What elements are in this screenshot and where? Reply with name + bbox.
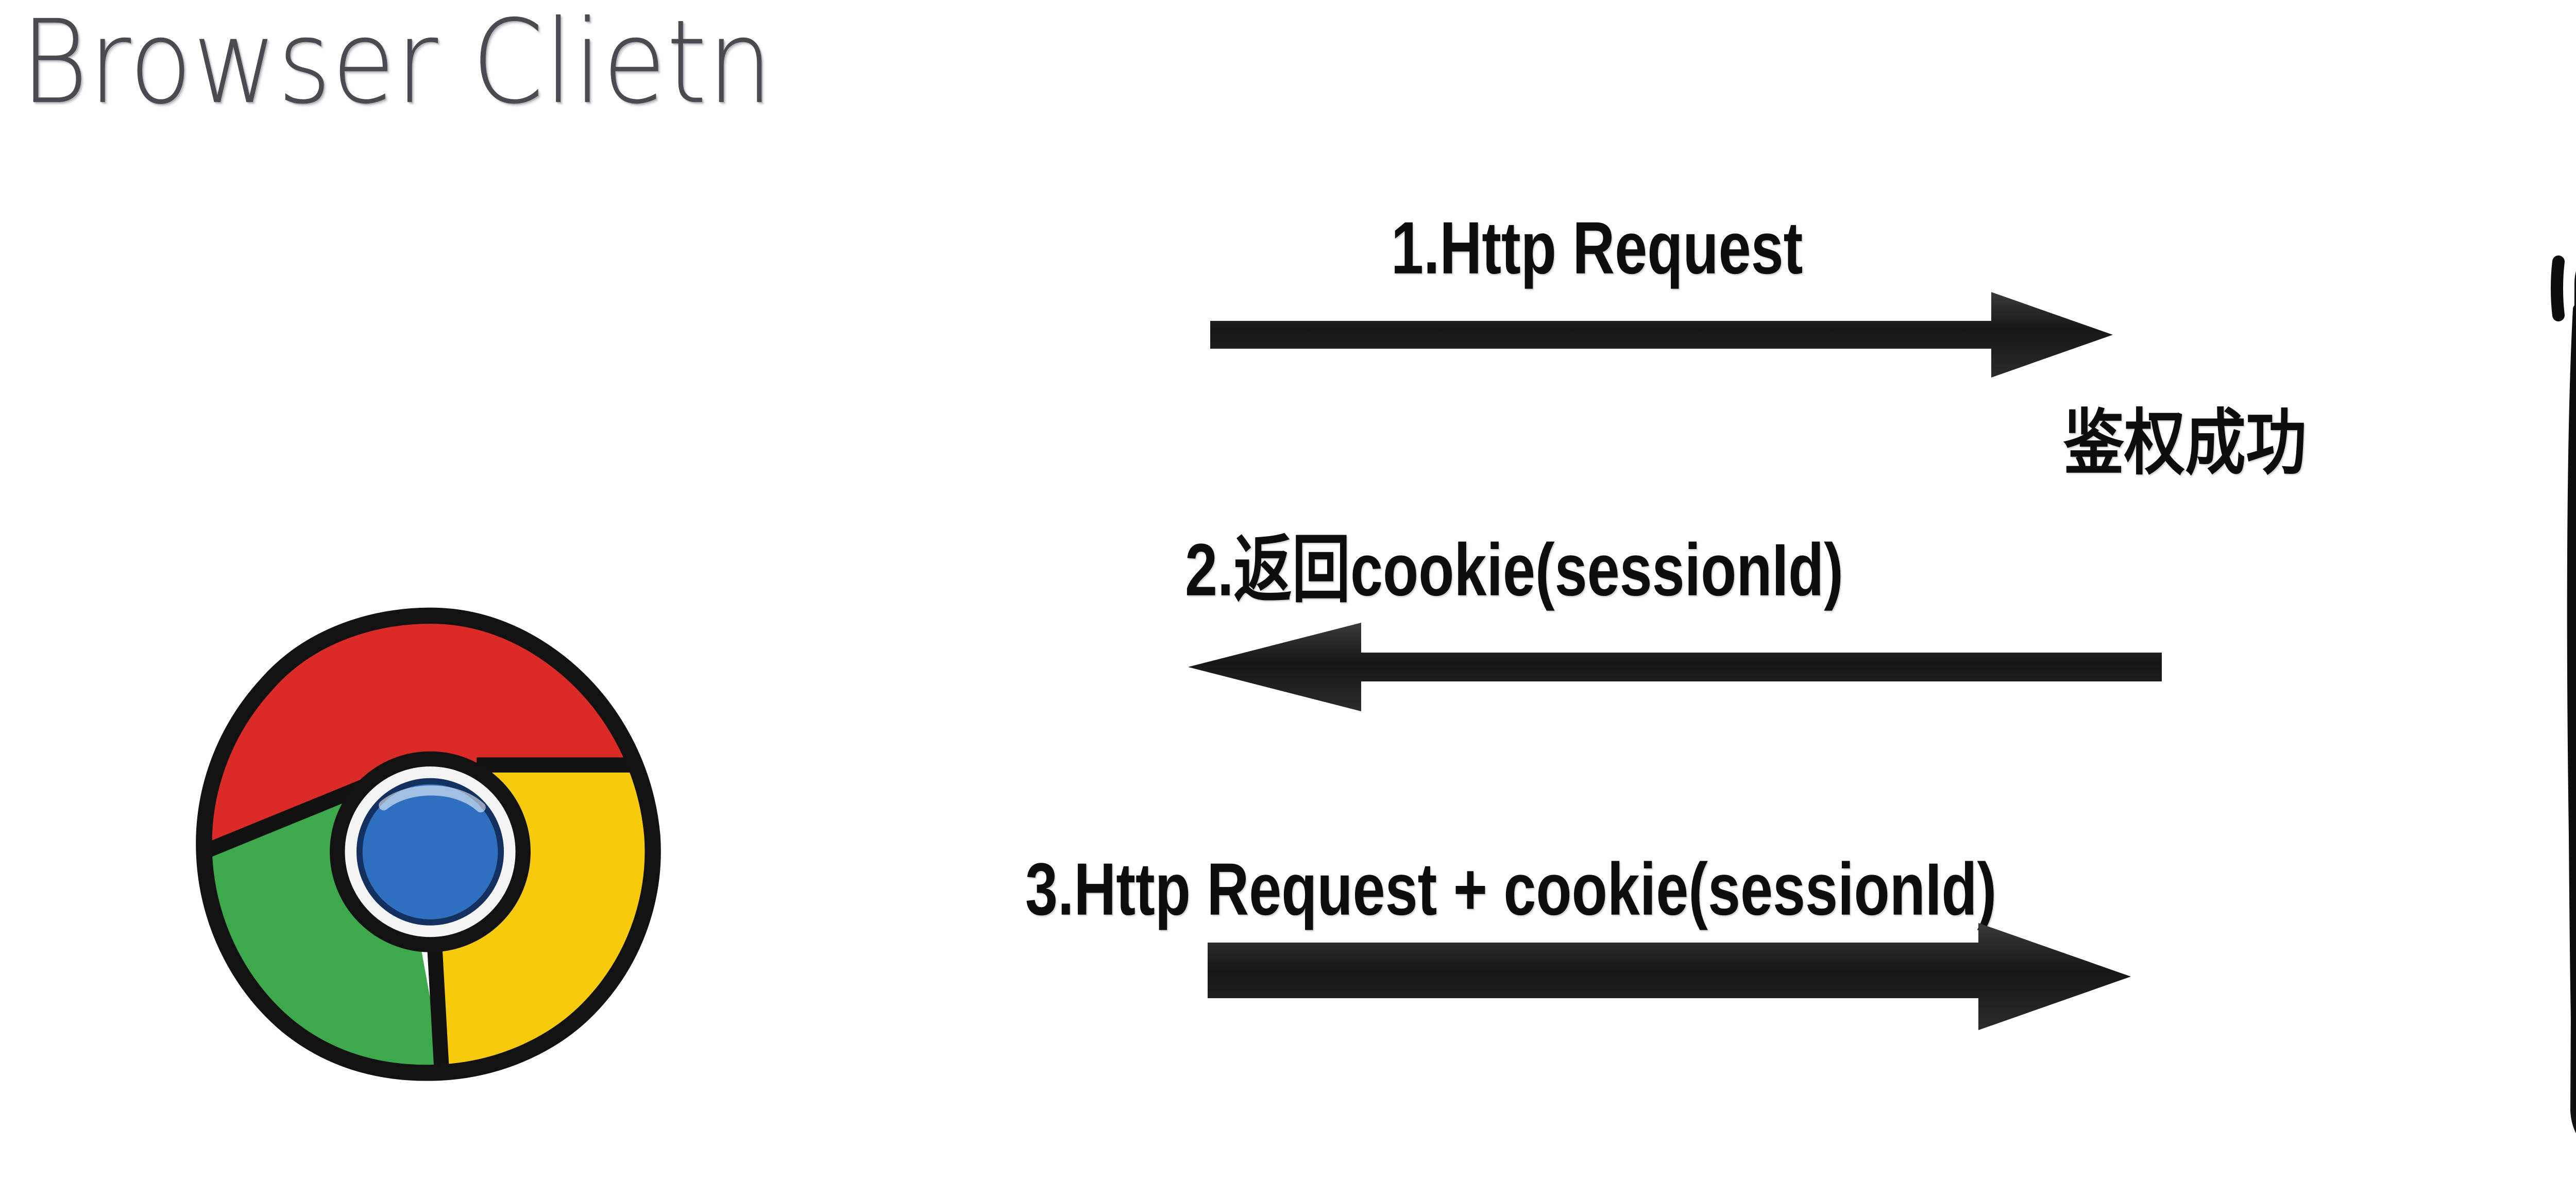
client-title: Browser Clietn xyxy=(21,0,773,130)
message-1-label: 1.Http Request xyxy=(1391,207,1803,290)
auth-success-annotation: 鉴权成功 xyxy=(2063,401,2307,485)
message-2-label: 2.返回cookie(sessionId) xyxy=(1185,528,1843,612)
server-box-icon xyxy=(2545,206,2576,1179)
left-arrow-icon xyxy=(1185,615,2164,713)
chrome-logo-icon xyxy=(175,597,685,1092)
right-arrow-icon xyxy=(1206,922,2133,1035)
right-arrow-icon xyxy=(1208,286,2115,384)
message-3-label: 3.Http Request + cookie(sessionId) xyxy=(1025,848,1997,931)
